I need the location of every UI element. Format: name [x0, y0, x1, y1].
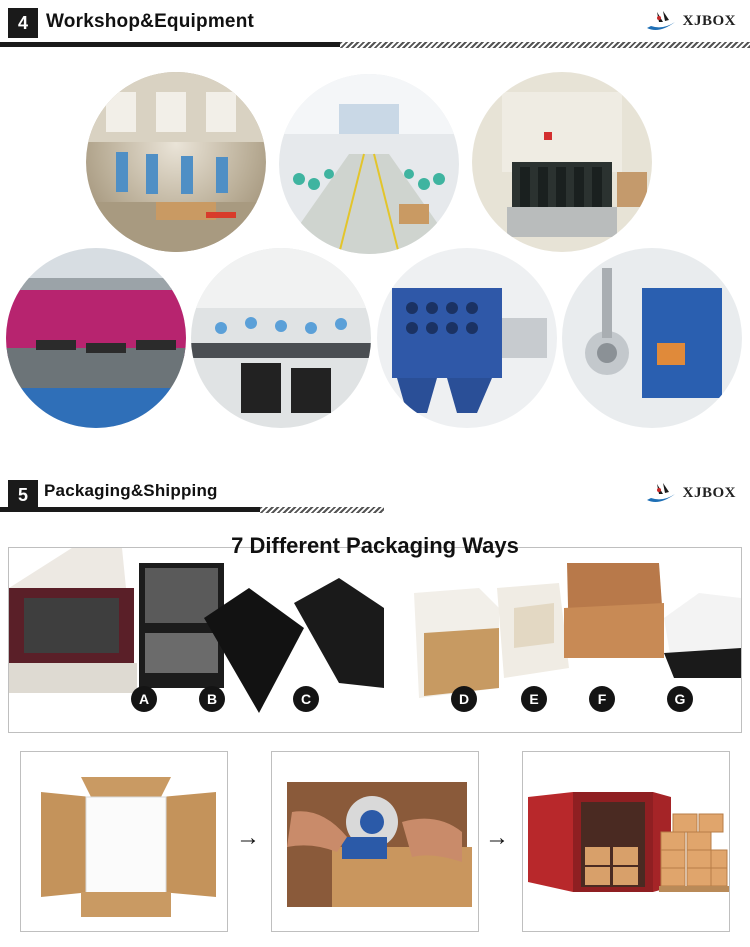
- header-hatch: [260, 507, 384, 513]
- header-hatch: [340, 42, 750, 48]
- section-header-workshop: 4 Workshop&Equipment XJBOX: [0, 0, 750, 48]
- shipping-step-open-carton: [20, 751, 228, 932]
- section-number: 4: [8, 8, 38, 38]
- shipping-step-tape-seal: [271, 751, 479, 932]
- brand-logo: XJBOX: [645, 8, 736, 34]
- brand-name: XJBOX: [682, 484, 736, 501]
- section-header-packaging: 5 Packaging&Shipping XJBOX: [0, 472, 750, 520]
- workshop-photo-2: [279, 74, 459, 254]
- section-number: 5: [8, 480, 38, 510]
- brand-name: XJBOX: [682, 12, 736, 29]
- packaging-label-e: E: [521, 686, 547, 712]
- workshop-photo-1: [86, 72, 266, 252]
- packaging-label-b: B: [199, 686, 225, 712]
- bird-swoosh-logo-icon: [646, 483, 675, 502]
- packaging-label-g: G: [667, 686, 693, 712]
- shipping-step-container: [522, 751, 730, 932]
- arrow-right-icon: →: [485, 824, 509, 851]
- bird-swoosh-logo-icon: [646, 11, 675, 30]
- packaging-label-d: D: [451, 686, 477, 712]
- packaging-label-c: C: [293, 686, 319, 712]
- header-rule: [0, 507, 260, 512]
- workshop-photo-3: [472, 72, 652, 252]
- arrow-right-icon: →: [236, 824, 260, 851]
- header-rule: [0, 42, 340, 47]
- workshop-photo-5: [191, 248, 371, 428]
- packaging-illustration: [9, 548, 741, 713]
- section-title: Packaging&Shipping: [44, 481, 218, 500]
- brand-logo: XJBOX: [645, 480, 736, 506]
- workshop-photo-7: [562, 248, 742, 428]
- section-title: Workshop&Equipment: [46, 11, 255, 32]
- packaging-label-f: F: [589, 686, 615, 712]
- workshop-photo-4: [6, 248, 186, 428]
- workshop-photo-6: [377, 248, 557, 428]
- packaging-label-a: A: [131, 686, 157, 712]
- packaging-panel: A B C D E F G: [8, 547, 742, 733]
- packaging-title: 7 Different Packaging Ways: [231, 533, 519, 558]
